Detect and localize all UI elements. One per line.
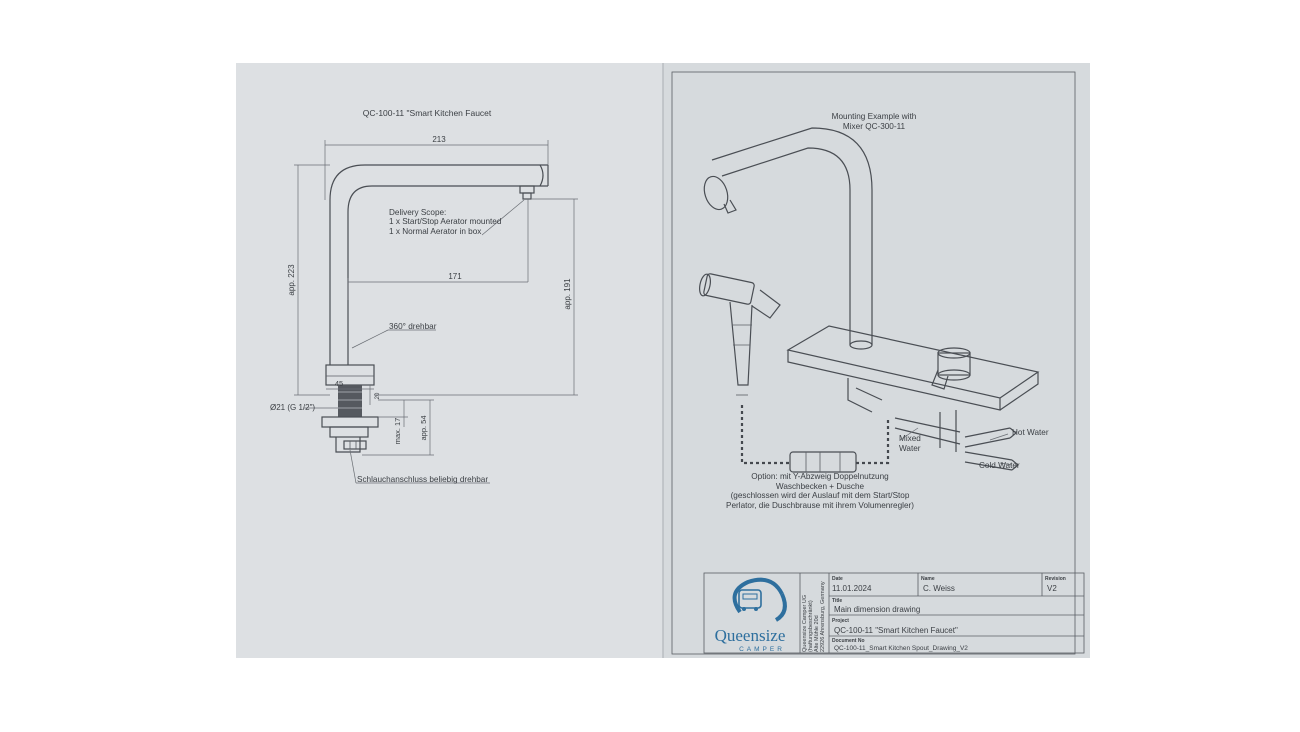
mounting-example-illustration xyxy=(699,127,1040,473)
option-line-1: Option: mit Y-Abzweig Doppelnutzung xyxy=(751,472,889,481)
hot-water-label: Hot Water xyxy=(1012,428,1049,437)
title-label: Title xyxy=(832,598,842,604)
date-value: 11.01.2024 xyxy=(832,584,872,593)
company-line-3: Alte Mühle 20d xyxy=(814,615,820,652)
revision-label: Revision xyxy=(1045,576,1066,582)
dim-223-label: app. 223 xyxy=(287,264,296,296)
right-page-border xyxy=(671,71,1076,655)
hose-label: Schlauchanschluss beliebig drehbar xyxy=(357,475,488,484)
left-title: QC-100-11 "Smart Kitchen Faucet xyxy=(363,108,492,118)
title-block xyxy=(703,572,1085,654)
right-title-line-2: Mixer QC-300-11 xyxy=(843,122,906,131)
dimension-lines xyxy=(294,140,578,484)
dim-213-label: 213 xyxy=(432,135,446,144)
name-label: Name xyxy=(921,576,935,582)
name-value: C. Weiss xyxy=(923,584,955,593)
dim-54-label: app. 54 xyxy=(419,415,428,440)
dim-45-label: 45 xyxy=(335,379,343,388)
mixed-water-label-1: Mixed xyxy=(899,434,921,443)
document-label: Document No xyxy=(832,638,865,644)
date-label: Date xyxy=(832,576,843,582)
company-logo xyxy=(732,577,787,622)
project-label: Project xyxy=(832,618,849,624)
company-line-4: 22926 Ahrensburg, Germany xyxy=(820,581,826,652)
dim-191-label: app. 191 xyxy=(563,278,572,310)
document-value: QC-100-11_Smart Kitchen Spout_Drawing_V2 xyxy=(834,645,968,652)
project-value: QC-100-11 "Smart Kitchen Faucet" xyxy=(834,626,958,635)
logo-subtitle: CAMPER xyxy=(739,646,785,653)
right-page xyxy=(663,63,1090,658)
scope-line-1: 1 x Start/Stop Aerator mounted xyxy=(389,217,502,226)
left-page xyxy=(236,63,663,658)
option-line-2: Waschbecken + Dusche xyxy=(776,482,865,491)
scope-line-2: 1 x Normal Aerator in box xyxy=(389,227,481,236)
company-line-2: (haftungsbeschränkt) xyxy=(808,600,814,652)
logo-wordmark: Queensize xyxy=(715,626,786,645)
rotate-label: 360° drehbar xyxy=(389,322,437,331)
dim-17-label: max. 17 xyxy=(393,418,402,445)
right-title-line-1: Mounting Example with xyxy=(832,112,917,121)
cold-water-label: Cold Water xyxy=(979,461,1020,470)
thread-label: Ø21 (G 1/2") xyxy=(270,403,315,412)
title-value: Main dimension drawing xyxy=(834,605,920,614)
dim-171-label: 171 xyxy=(448,272,462,281)
faucet-side-view xyxy=(321,164,549,453)
scope-title: Delivery Scope: xyxy=(389,208,446,217)
dim-20-label: 20 xyxy=(375,392,381,399)
revision-value: V2 xyxy=(1047,584,1057,593)
mixed-water-label-2: Water xyxy=(899,444,921,453)
option-line-4: Perlator, die Duschbrause mit ihrem Volu… xyxy=(726,501,914,510)
option-line-3: (geschlossen wird der Auslauf mit dem St… xyxy=(731,491,910,500)
company-line-1: Queensize Camper UG xyxy=(802,595,808,652)
